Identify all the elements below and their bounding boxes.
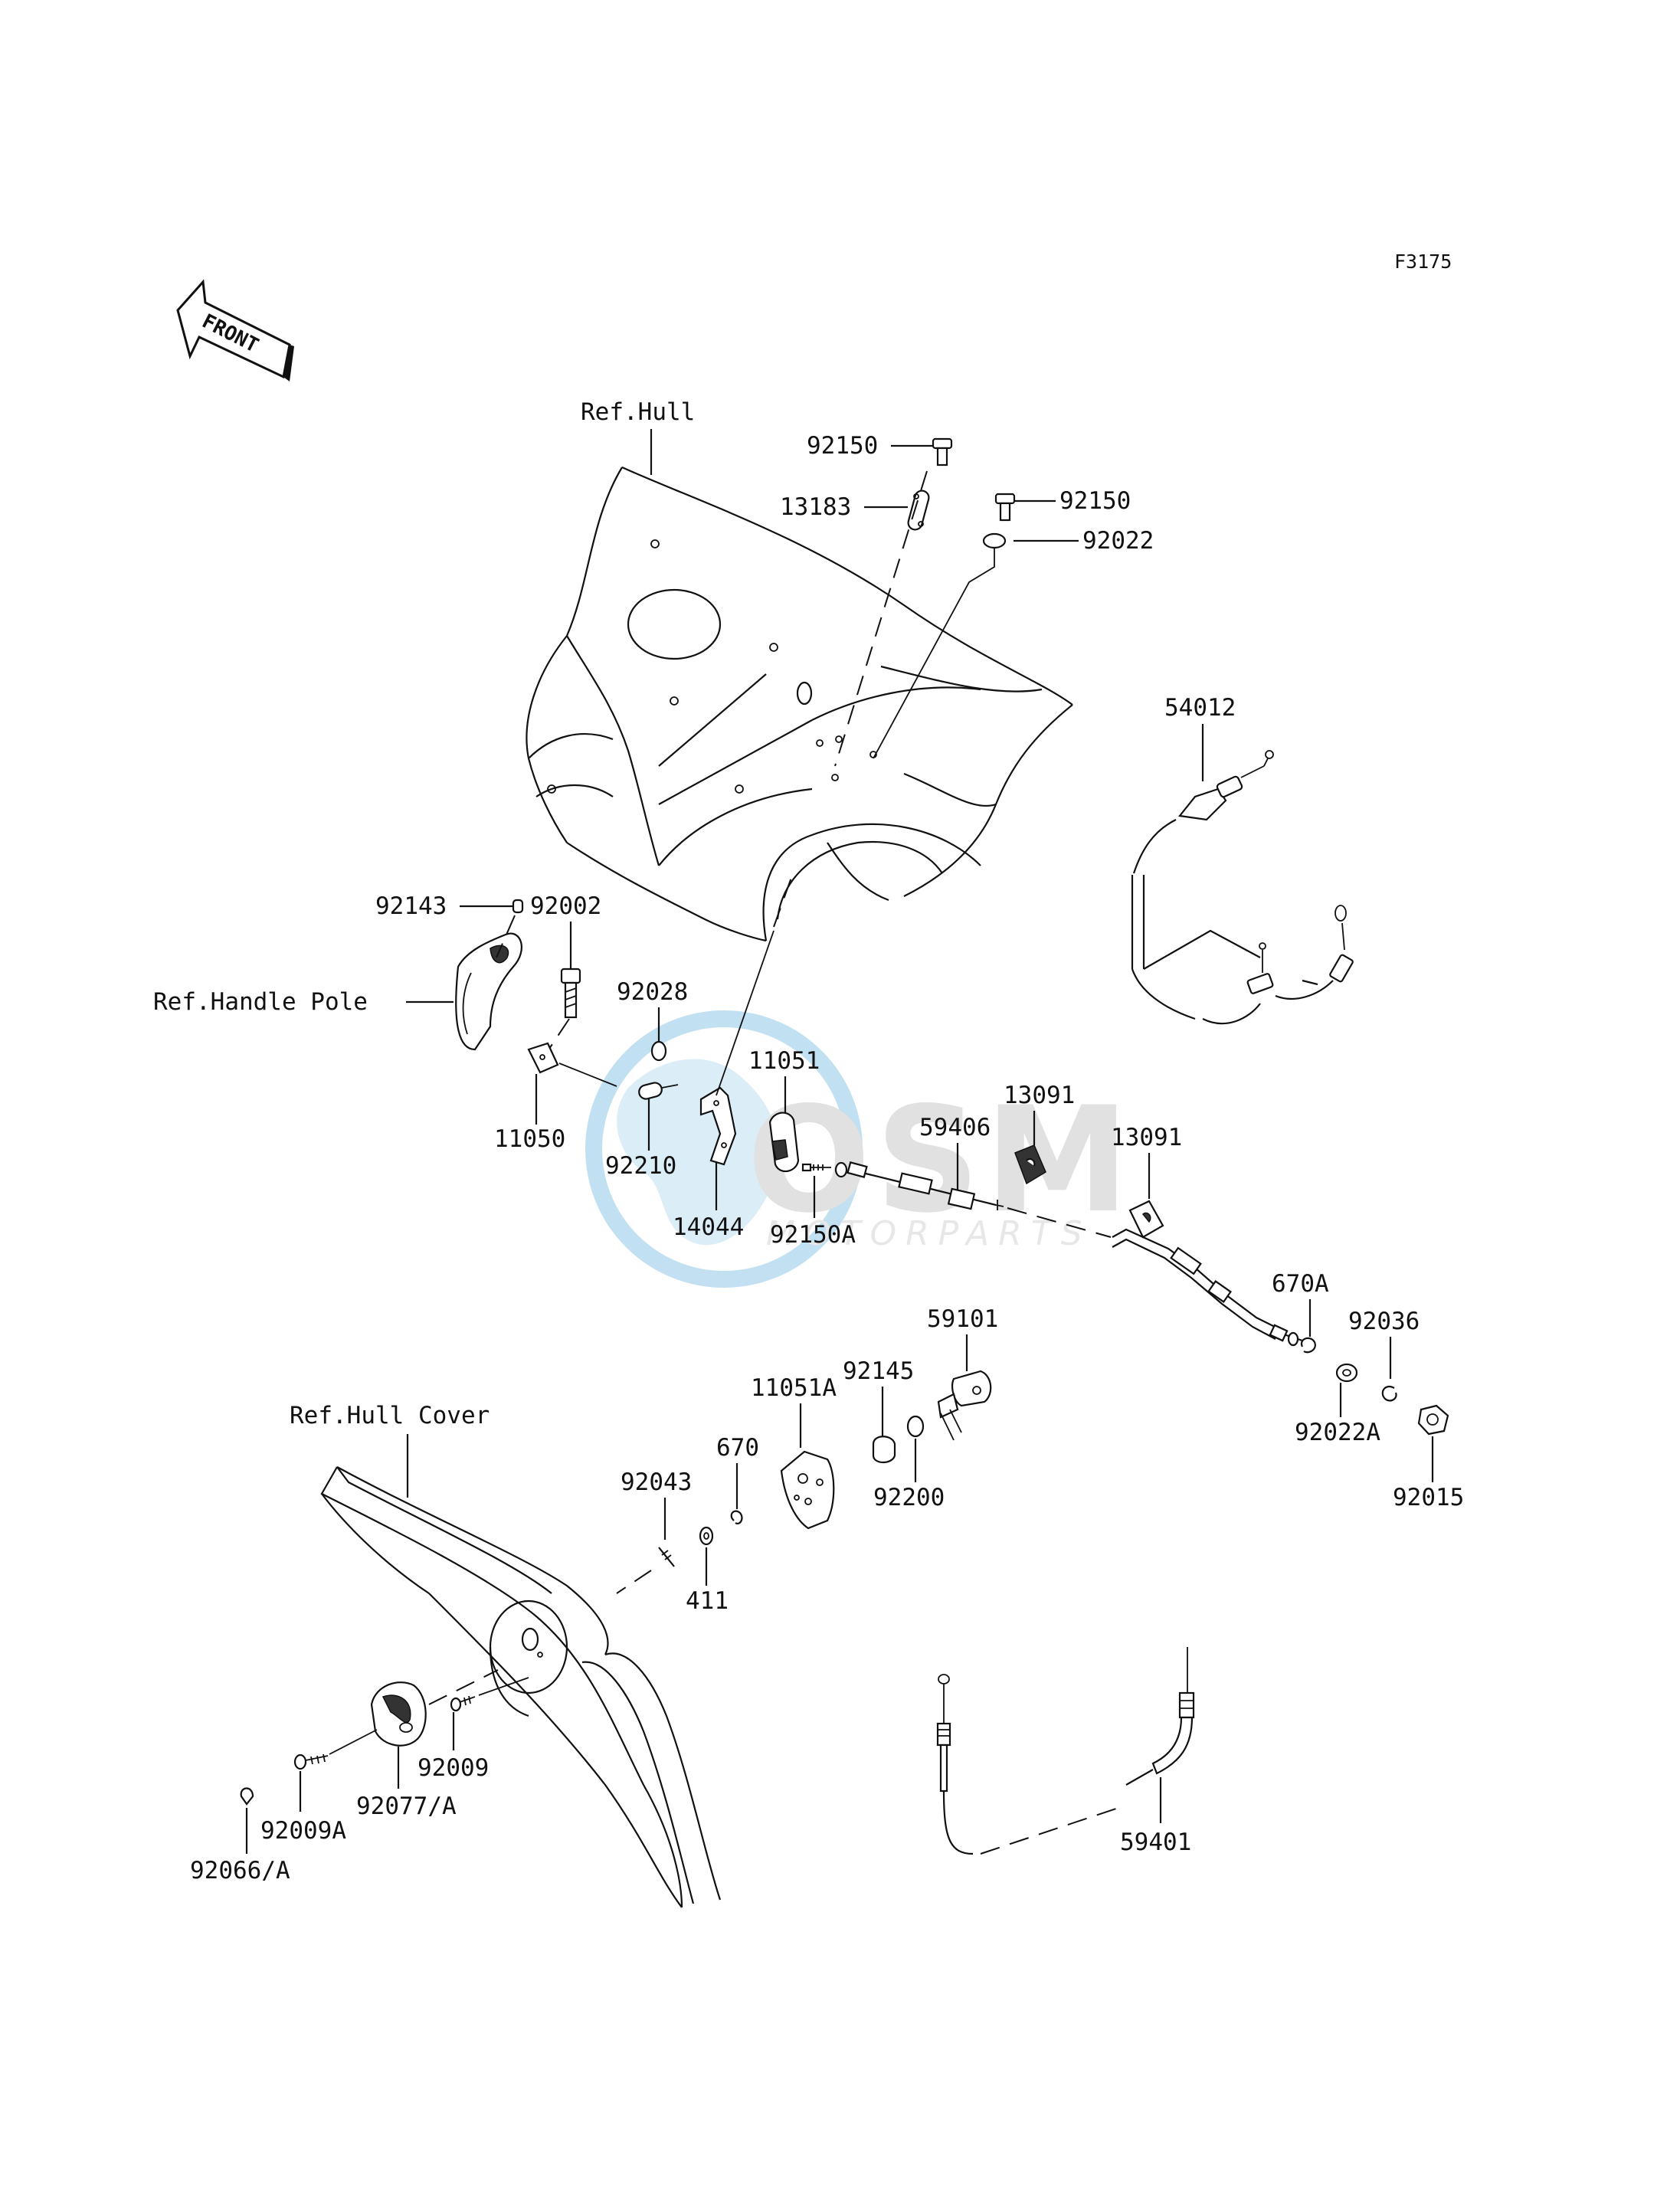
nut-92028 — [650, 1040, 667, 1062]
part-92036-label: 92036 — [1348, 1308, 1420, 1335]
part-14044-label: 14044 — [673, 1213, 744, 1241]
bracket-14044 — [699, 1086, 737, 1166]
watermark-sub: MOTORPARTS — [766, 1214, 1092, 1253]
part-92066A-label: 92066/A — [190, 1857, 290, 1884]
diagram-code: F3175 — [1394, 250, 1452, 273]
screw-92009A — [293, 1753, 329, 1770]
washer-411 — [699, 1526, 714, 1546]
watermark: OSM MOTORPARTS — [585, 1010, 1134, 1288]
screw-92150A — [801, 1163, 831, 1172]
part-13183-label: 13183 — [780, 493, 851, 521]
part-59101-label: 59101 — [927, 1305, 998, 1333]
part-670-label: 670 — [716, 1434, 759, 1462]
watermark-globe-icon — [585, 1010, 863, 1288]
part-92009-label: 92009 — [418, 1754, 489, 1782]
bolt-92150-right — [994, 493, 1016, 522]
part-59401-label: 59401 — [1120, 1829, 1191, 1856]
part-92077A-label: 92077/A — [356, 1793, 457, 1820]
front-direction-arrow-icon: FRONT — [176, 279, 294, 381]
grommet-13091-b — [1128, 1200, 1164, 1239]
part-13091-b-label: 13091 — [1111, 1124, 1182, 1151]
bolt-92150-top — [932, 437, 953, 467]
part-92002-label: 92002 — [530, 892, 601, 920]
shaft-59101 — [937, 1370, 992, 1441]
part-92043-label: 92043 — [621, 1468, 692, 1496]
part-92150A-label: 92150A — [770, 1221, 856, 1249]
washer-92200 — [906, 1415, 925, 1438]
part-92015-label: 92015 — [1393, 1484, 1464, 1511]
watermark-brand: OSM — [747, 1076, 1134, 1245]
collar-92145 — [872, 1436, 896, 1464]
ref-hull-cover-label: Ref.Hull Cover — [290, 1402, 490, 1429]
grommet-13091-a — [1014, 1144, 1046, 1185]
part-92200-label: 92200 — [873, 1484, 945, 1511]
hull-illustration — [526, 466, 1073, 942]
bolt-92002 — [560, 968, 581, 1019]
cover-11051 — [768, 1112, 800, 1173]
pin-92143 — [512, 899, 524, 914]
cover-11051A — [780, 1450, 835, 1530]
bracket-11050 — [527, 1042, 559, 1074]
part-92022-label: 92022 — [1082, 527, 1154, 555]
watermark-continent-shape — [617, 1059, 779, 1246]
hull-cover-illustration — [320, 1466, 722, 1908]
part-92009A-label: 92009A — [260, 1817, 346, 1845]
clip-670A — [1300, 1337, 1316, 1354]
ref-hull-label: Ref.Hull — [581, 398, 695, 426]
cable-59401 — [936, 1647, 1195, 1855]
screw-92009 — [450, 1695, 476, 1712]
part-92210-label: 92210 — [605, 1152, 676, 1180]
part-92143-label: 92143 — [375, 892, 447, 920]
part-11050-label: 11050 — [494, 1125, 565, 1153]
part-411-label: 411 — [686, 1587, 729, 1615]
part-11051-label: 11051 — [748, 1047, 820, 1075]
part-92022A-label: 92022A — [1295, 1419, 1380, 1446]
part-92028-label: 92028 — [617, 978, 688, 1006]
part-11051A-label: 11051A — [751, 1374, 837, 1402]
part-59406-label: 59406 — [919, 1114, 991, 1141]
part-54012-label: 54012 — [1164, 694, 1236, 722]
ref-handle-pole-label: Ref.Handle Pole — [153, 988, 368, 1016]
part-92150-top-label: 92150 — [807, 432, 878, 460]
rod-end-92210 — [638, 1082, 679, 1100]
part-92150-right-label: 92150 — [1059, 487, 1131, 515]
part-13091-a-label: 13091 — [1004, 1082, 1075, 1109]
nut-92015 — [1417, 1404, 1449, 1436]
cable-54012 — [1131, 750, 1354, 1025]
washer-92022A — [1335, 1363, 1358, 1383]
cap-92066A — [240, 1787, 254, 1806]
knob-92077A — [370, 1681, 427, 1747]
cable-59406 — [834, 1161, 1004, 1210]
pin-92043 — [658, 1547, 675, 1567]
circlip-92036 — [1381, 1386, 1397, 1402]
part-92145-label: 92145 — [843, 1357, 914, 1385]
part-670A-label: 670A — [1272, 1270, 1329, 1298]
washer-92022 — [982, 532, 1007, 549]
clip-670 — [730, 1510, 743, 1524]
cable-59406-end — [1112, 1228, 1303, 1347]
handle-pole-bracket — [455, 932, 522, 1051]
plate-13183 — [907, 489, 930, 531]
